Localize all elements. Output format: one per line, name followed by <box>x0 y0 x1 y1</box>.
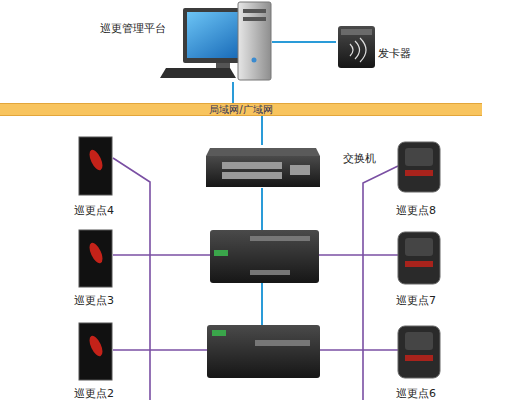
node-label: 发卡器 <box>378 47 411 60</box>
controller-panel <box>255 340 310 346</box>
rfid-symbol <box>350 38 366 62</box>
controller <box>207 325 320 378</box>
drive-bay <box>243 17 266 21</box>
card-issuer-top <box>341 29 372 35</box>
network-cable <box>261 116 263 145</box>
controller-logo <box>212 330 226 336</box>
reader-light <box>87 241 105 265</box>
reader-body <box>398 326 440 378</box>
node-label: 巡更点4 <box>74 204 114 217</box>
node-label: 巡更点3 <box>74 294 114 307</box>
patrol-point: 巡更点7 <box>392 228 448 310</box>
patrol-wire <box>113 349 208 351</box>
port-row <box>222 172 282 179</box>
power-light <box>252 58 257 63</box>
node-label: 巡更点7 <box>396 294 436 307</box>
reader-light <box>405 355 433 361</box>
network-cable <box>261 283 263 325</box>
patrol-reader <box>398 142 440 192</box>
patrol-wires <box>113 158 398 400</box>
patrol-point: 巡更点2 <box>70 320 122 400</box>
network-cable <box>272 41 336 43</box>
reader-light <box>87 334 105 358</box>
keyboard <box>160 68 236 78</box>
rfid-wave <box>350 44 353 56</box>
reader-light <box>405 170 433 176</box>
switch-top <box>206 148 320 156</box>
monitor-stand <box>216 63 230 68</box>
patrol-wire <box>363 166 398 400</box>
switch-node: 交换机 <box>205 145 380 190</box>
network-cable <box>261 188 263 230</box>
patrol-wire <box>113 158 150 400</box>
network-label: 局域网/广域网 <box>0 104 482 115</box>
patrol-reader <box>79 137 112 195</box>
card-issuer <box>338 26 375 68</box>
port-row <box>290 165 310 175</box>
switch-body <box>206 156 320 187</box>
node-label: 巡更点8 <box>396 204 436 217</box>
patrol-point: 巡更点3 <box>70 227 122 309</box>
reader-face <box>405 332 433 350</box>
reader-body <box>398 232 440 284</box>
switch-ports <box>222 162 310 179</box>
drive-bay <box>243 9 266 13</box>
node-label: 巡更点2 <box>74 387 114 400</box>
patrol-wire <box>113 254 211 256</box>
port-row <box>222 162 282 169</box>
patrol-point: 巡更点6 <box>392 322 448 400</box>
node-label: 交换机 <box>343 152 376 165</box>
patrol-reader <box>398 232 440 284</box>
computer-node: 巡更管理平台 <box>100 14 272 82</box>
rfid-wave <box>355 41 360 59</box>
reader-light <box>87 148 105 172</box>
controller-logo <box>214 250 228 256</box>
network-band: 局域网/广域网 <box>0 103 482 116</box>
node-label: 巡更点6 <box>396 387 436 400</box>
reader-body <box>79 137 112 195</box>
card-issuer-node: 发卡器 <box>336 22 420 70</box>
reader-body <box>79 323 112 380</box>
network-cable <box>232 82 234 103</box>
reader-body <box>79 230 112 287</box>
node-label: 巡更管理平台 <box>100 22 166 35</box>
reader-body <box>398 142 440 192</box>
patrol-reader <box>79 323 112 380</box>
rfid-wave <box>360 38 366 62</box>
patrol-wire <box>319 254 398 256</box>
controller-panel <box>250 270 290 275</box>
patrol-reader <box>79 230 112 287</box>
patrol-point: 巡更点4 <box>70 134 122 218</box>
controller-panel <box>250 236 310 241</box>
pc-tower <box>238 2 271 80</box>
reader-face <box>405 238 433 256</box>
patrol-reader <box>398 326 440 378</box>
reader-face <box>405 148 433 166</box>
reader-light <box>405 261 433 267</box>
patrol-wire <box>320 349 398 351</box>
patrol-point: 巡更点8 <box>392 138 448 218</box>
controller <box>210 230 319 283</box>
